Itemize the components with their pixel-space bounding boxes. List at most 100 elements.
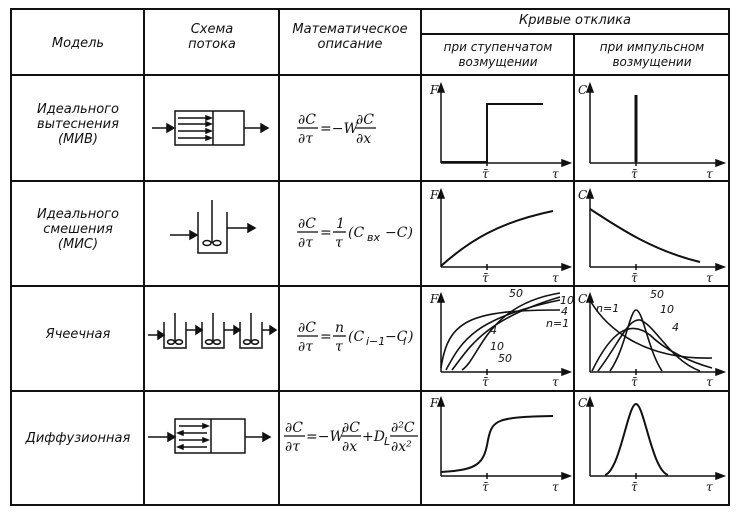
scheme-ideal-mixing <box>170 200 257 254</box>
f4-lhs-num: ∂C <box>285 420 303 436</box>
y-label-r2-imp: C <box>578 188 587 202</box>
header-scheme: Схема потока <box>188 22 236 52</box>
curve-cell-impulse-n1 <box>590 301 713 359</box>
f3-rhs-den: τ <box>335 339 343 355</box>
header-impulse: при импульсном возмущении <box>599 40 705 69</box>
f1-rhs-num: ∂C <box>356 112 374 128</box>
curve-diff-step <box>440 415 554 473</box>
x-label-r3-imp: τ <box>706 375 713 389</box>
n-imp-10: 10 <box>660 303 674 316</box>
tick-r2-step: τ̄ <box>482 271 489 285</box>
x-label-r4-imp: τ <box>706 480 713 494</box>
n-step-10-top: 10 <box>560 294 574 307</box>
f3-eq: = <box>320 329 332 345</box>
f2-rhs-den: τ <box>335 235 343 251</box>
f3-rhs-num: n <box>335 320 344 336</box>
y-label-r3-step: F <box>429 292 439 306</box>
header-model: Модель <box>51 36 105 51</box>
f4-rhs2-den: ∂x² <box>391 439 412 455</box>
model-row3: Ячеечная <box>45 327 111 342</box>
formula-row1: ∂C ∂τ =−W ∂C ∂x <box>297 112 376 147</box>
tick-r4-step: τ̄ <box>482 480 489 494</box>
y-label-r4-step: F <box>429 396 439 410</box>
y-label-r1-step: F <box>429 83 439 97</box>
curve-cell-step-n1 <box>440 309 561 369</box>
tick-r1-imp: τ̄ <box>631 167 638 181</box>
n-step-4-low: 4 <box>490 324 497 337</box>
f4-rhs2-num: ∂²C <box>391 420 415 436</box>
curve-cell-step-n50 <box>461 292 561 371</box>
n-step-4-top: 4 <box>561 305 568 318</box>
f4-rhs-num: ∂C <box>342 420 360 436</box>
f2-rhs-num: 1 <box>336 216 345 232</box>
curve-mix-impulse <box>589 208 701 263</box>
x-label-r2-step: τ <box>552 271 559 285</box>
model-row2: Идеального смешения (МИС) <box>37 207 119 252</box>
tick-r2-imp: τ̄ <box>631 271 638 285</box>
n-imp-50: 50 <box>650 288 664 301</box>
formula-row4: ∂C ∂τ =−W ∂C ∂x +D L ∂²C ∂x² <box>284 420 418 455</box>
n-imp-4: 4 <box>672 321 679 334</box>
n-step-50-low: 50 <box>498 352 512 365</box>
f4-lhs-den: ∂τ <box>285 439 300 455</box>
f2-sub: вх <box>367 231 380 244</box>
n-step-10-low: 10 <box>490 340 504 353</box>
curve-cell-impulse-n50 <box>609 309 663 372</box>
f1-lhs-den: ∂τ <box>298 131 313 147</box>
n-imp-1: n=1 <box>596 302 619 315</box>
f2-lhs-den: ∂τ <box>298 235 313 251</box>
f2-lhs-num: ∂C <box>298 216 316 232</box>
x-label-r1-imp: τ <box>706 167 713 181</box>
f3-tail2: −C <box>385 329 408 345</box>
y-label-r1-imp: C <box>578 83 587 97</box>
f1-eq: =−W <box>320 121 359 137</box>
tick-r3-step: τ̄ <box>482 375 489 389</box>
response-curves <box>440 95 713 476</box>
table-grid <box>10 8 730 506</box>
f3-lhs-den: ∂τ <box>298 339 313 355</box>
header-curves: Кривые отклика <box>519 13 631 28</box>
curve-plug-step <box>441 103 543 163</box>
f4-rhs-den: ∂x <box>342 439 357 455</box>
n-step-50-top: 50 <box>509 287 523 300</box>
curve-mix-step <box>440 210 554 267</box>
x-label-r4-step: τ <box>552 480 559 494</box>
tick-r4-imp: τ̄ <box>631 480 638 494</box>
curve-cell-impulse-n10 <box>597 319 701 372</box>
formula-row3: ∂C ∂τ = n τ (C i−1 −C i ) <box>297 320 413 355</box>
f3-sub2: i <box>403 335 406 348</box>
y-label-r3-imp: C <box>578 292 587 306</box>
scheme-plug-flow <box>152 110 270 146</box>
f2-tail2: −C) <box>385 225 413 241</box>
header-step: при ступенчатом возмущении <box>443 40 553 69</box>
scheme-cells <box>148 313 278 349</box>
curve-cell-step-n10 <box>451 296 561 371</box>
f4-eq: =−W <box>306 429 345 445</box>
f4-plus: +D <box>362 429 385 445</box>
y-label-r4-imp: C <box>578 396 587 410</box>
y-label-r2-step: F <box>429 188 439 202</box>
plot-axes <box>436 81 727 481</box>
f3-tail3: ) <box>407 329 413 345</box>
x-label-r3-step: τ <box>552 375 559 389</box>
f3-lhs-num: ∂C <box>298 320 316 336</box>
formula-row2: ∂C ∂τ = 1 τ (C вх −C) <box>297 216 413 251</box>
x-label-r1-step: τ <box>552 167 559 181</box>
x-label-r2-imp: τ <box>706 271 713 285</box>
f4-sub: L <box>384 435 390 448</box>
n-step-1: n=1 <box>546 317 569 330</box>
f2-eq: = <box>320 225 332 241</box>
f2-tail: (C <box>348 225 364 241</box>
curve-diff-impulse <box>604 402 669 476</box>
f1-rhs-den: ∂x <box>356 131 371 147</box>
scheme-diffusion <box>148 418 272 454</box>
f1-lhs-num: ∂C <box>298 112 316 128</box>
f3-tail: (C <box>348 329 364 345</box>
header-math: Математическое описание <box>292 22 408 52</box>
curve-cell-impulse-n4 <box>591 327 713 372</box>
f3-sub: i−1 <box>366 335 385 348</box>
tick-r3-imp: τ̄ <box>631 375 638 389</box>
model-row4: Диффузионная <box>25 431 131 446</box>
